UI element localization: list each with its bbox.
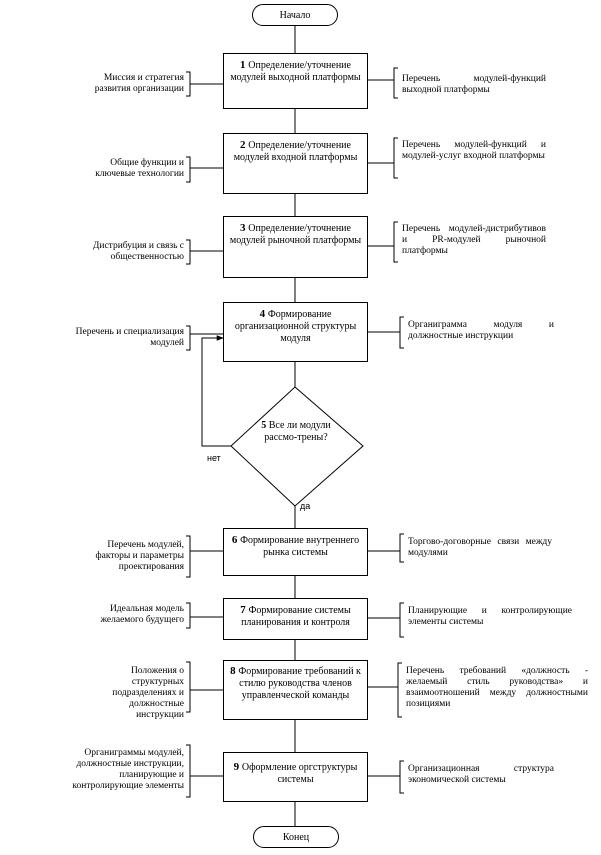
end-label: Конец (282, 831, 310, 843)
step-6-text: Формирование внутреннего рынка системы (240, 535, 360, 558)
step-2-text: Определение/уточнение модулей входной пл… (233, 140, 358, 163)
step-8-box: 8 Формирование требований к стилю руково… (223, 660, 368, 720)
step-6-number: 6 (231, 534, 241, 546)
start-terminator: Начало (252, 4, 338, 26)
right-bracket-1 (393, 67, 398, 99)
step-9-number: 9 (233, 761, 242, 773)
decision-text: 5 Все ли модули рассмо-трены? (261, 420, 331, 444)
step-4-input-note: Перечень и специализация модулей (75, 327, 184, 348)
step-2-number: 2 (240, 139, 249, 151)
right-bracket-6 (399, 533, 404, 563)
right-bracket-9 (399, 760, 404, 794)
step-6-box: 6 Формирование внутреннего рынка системы (223, 528, 368, 576)
left-bracket-2 (186, 156, 191, 183)
step-7-box: 7 Формирование системы планирования и ко… (223, 598, 368, 640)
step-8-input-note: Положения о структурных подразделениях и… (112, 666, 184, 720)
step-7-text: Формирование системы планирования и конт… (241, 605, 351, 628)
step-3-number: 3 (240, 222, 249, 234)
step-2-output-note: Перечень модулей-функций и модулей-услуг… (402, 140, 546, 161)
right-bracket-2 (393, 137, 398, 179)
step-7-number: 7 (240, 604, 249, 616)
right-bracket-3 (393, 221, 398, 263)
step-9-box: 9 Оформление оргструктуры системы (223, 752, 368, 802)
step-4-box: 4 Формирование организационной структуры… (223, 302, 368, 362)
step-7-input-note: Идеальная модель желаемого будущего (100, 604, 184, 625)
step-4-number: 4 (259, 308, 268, 320)
left-bracket-9 (186, 744, 191, 798)
left-bracket-3 (186, 239, 191, 265)
start-label: Начало (279, 9, 311, 21)
step-1-output-note: Перечень модулей-функций выходной платфо… (402, 74, 546, 95)
step-9-output-note: Организационная структура экономической … (408, 764, 554, 785)
step-2-input-note: Общие функции и ключевые технологии (95, 158, 184, 179)
step-3-input-note: Дистрибуция и связь с общественностью (92, 241, 184, 262)
decision-question: Все ли модули рассмо-трены? (264, 420, 331, 443)
decision-yes-label: да (300, 501, 311, 511)
step-3-output-note: Перечень модулей-дистрибутивов и PR-моду… (402, 224, 546, 256)
decision-diamond (230, 386, 364, 507)
left-bracket-6 (186, 535, 191, 578)
decision-number: 5 (261, 420, 269, 431)
decision-no-label: нет (207, 453, 221, 463)
step-8-text: Формирование требований к стилю руководс… (238, 666, 361, 701)
left-bracket-8 (186, 661, 191, 713)
step-9-input-note: Органиграммы модулей, должностные инстру… (72, 748, 184, 791)
step-8-output-note: Перечень требований «должность - желаемы… (406, 666, 588, 709)
step-2-box: 2 Определение/уточнение модулей входной … (223, 133, 368, 194)
step-1-box: 1 Определение/уточнение модулей выходной… (223, 53, 368, 109)
step-8-number: 8 (230, 665, 239, 677)
step-1-input-note: Миссия и стратегия развития организации (94, 73, 184, 94)
right-bracket-7 (399, 602, 404, 638)
step-1-text: Определение/уточнение модулей выходной п… (230, 60, 361, 83)
step-7-output-note: Планирующие и контролирующие элементы си… (408, 606, 572, 627)
step-4-text: Формирование организационной структуры м… (234, 309, 357, 344)
step-6-output-note: Торгово-договорные связи между модулями (408, 537, 552, 558)
left-bracket-1 (186, 71, 191, 97)
loop-back-connector (201, 335, 231, 447)
right-bracket-4 (399, 316, 404, 349)
end-terminator: Конец (253, 826, 339, 848)
step-9-text: Оформление оргструктуры системы (241, 762, 358, 785)
left-bracket-7 (186, 602, 191, 629)
step-6-input-note: Перечень модулей, факторы и параметры пр… (95, 540, 184, 572)
step-3-box: 3 Определение/уточнение модулей рыночной… (223, 216, 368, 278)
step-4-output-note: Органиграмма модуля и должностные инстру… (408, 320, 554, 341)
left-bracket-4 (186, 325, 191, 351)
step-3-text: Определение/уточнение модулей рыночной п… (229, 223, 362, 246)
step-1-number: 1 (240, 59, 249, 71)
right-bracket-8 (397, 662, 402, 718)
